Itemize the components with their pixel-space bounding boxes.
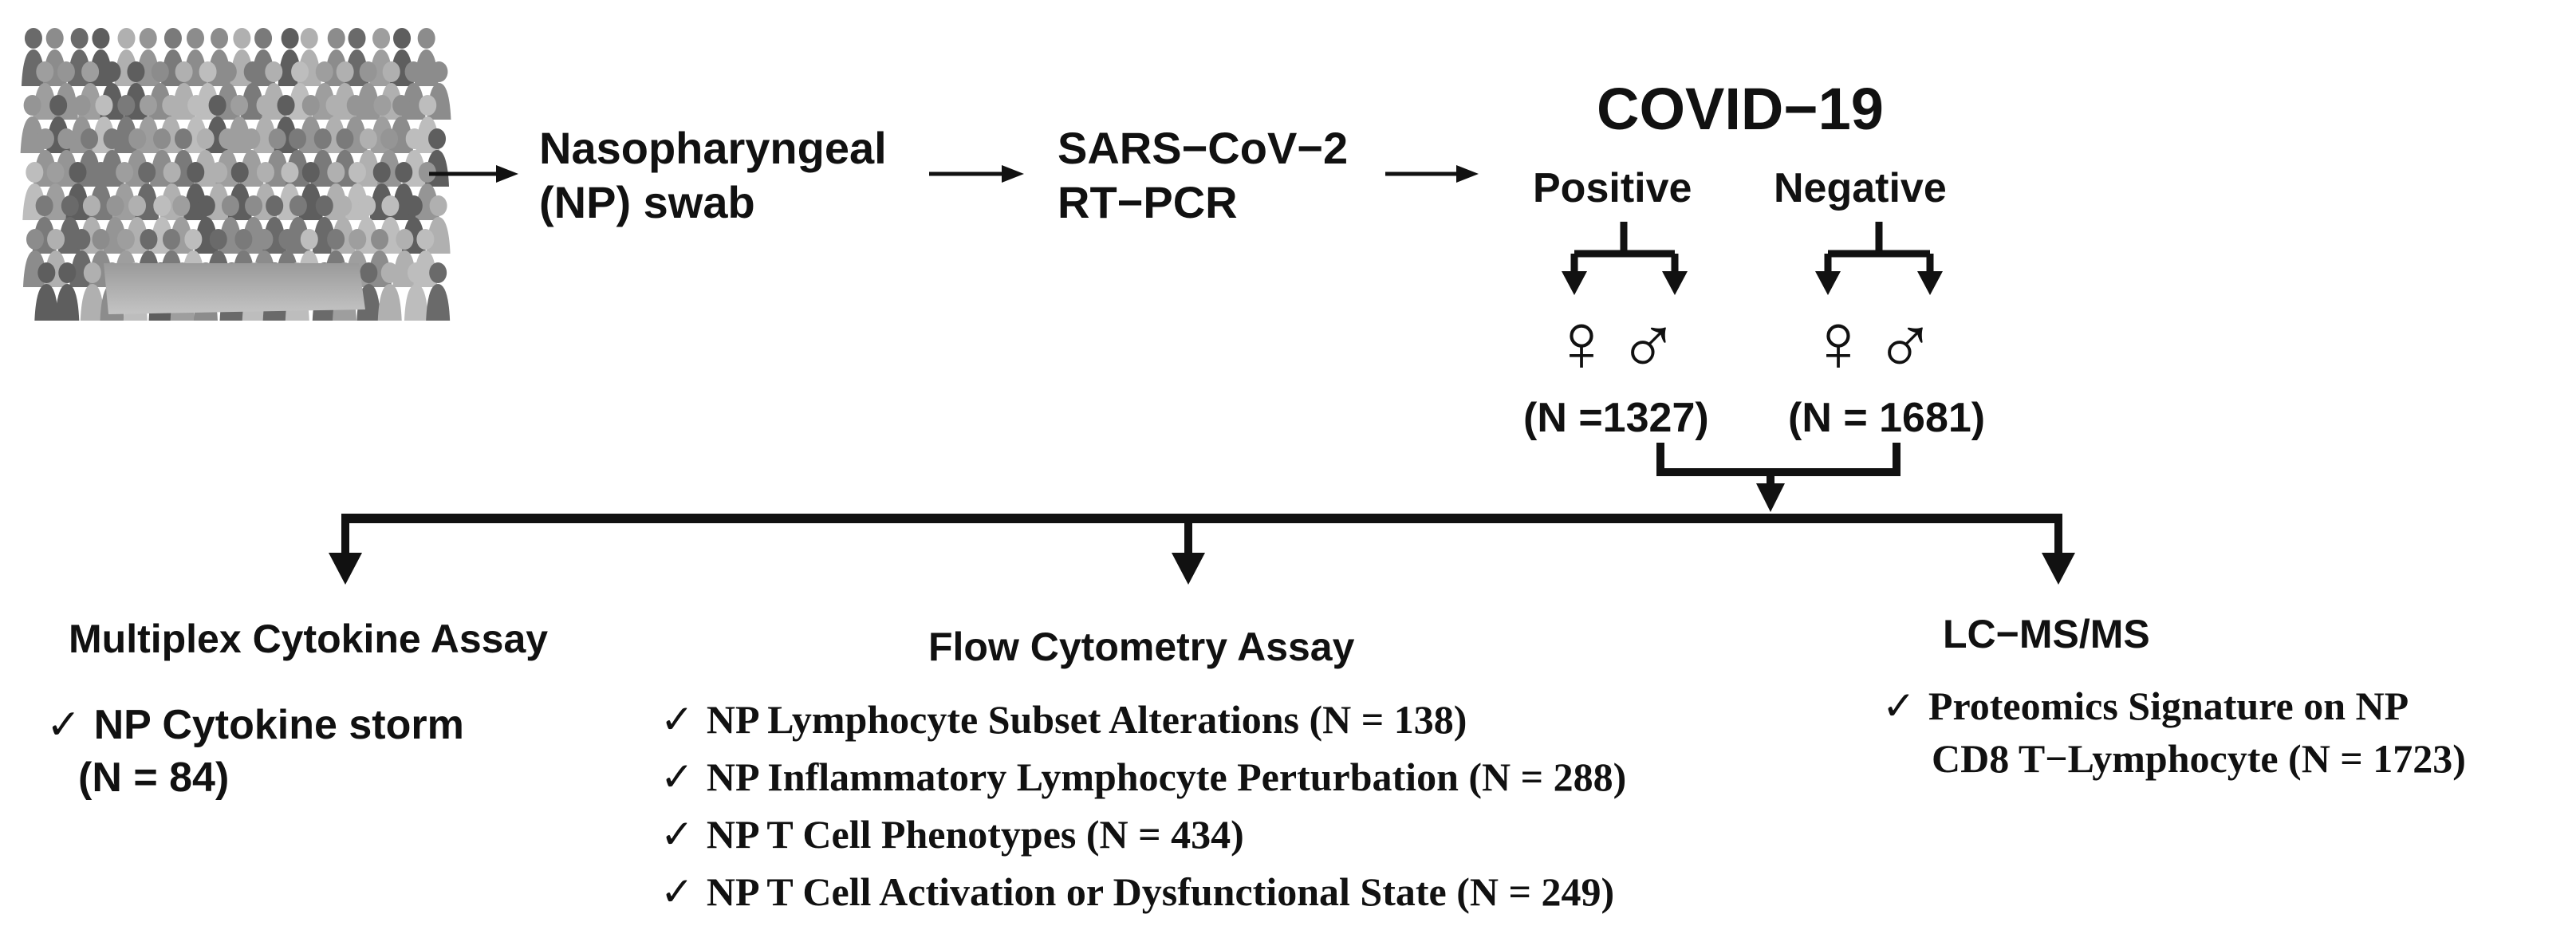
check-mark-icon: ✓ bbox=[660, 754, 694, 800]
sample-collection-step: Nasopharyngeal (NP) swab bbox=[539, 123, 887, 227]
negative-label: Negative bbox=[1774, 165, 1947, 211]
finding-item: ✓NP Inflammatory Lymphocyte Perturbation… bbox=[660, 754, 1627, 800]
check-mark-icon: ✓ bbox=[660, 696, 694, 743]
assay-title-multiplex-cytokine: Multiplex Cytokine Assay bbox=[69, 617, 549, 661]
finding-item: CD8 T−Lymphocyte (N = 1723) bbox=[1932, 736, 2466, 781]
finding-item: ✓NP Cytokine storm bbox=[46, 701, 464, 749]
finding-item: ✓NP T Cell Activation or Dysfunctional S… bbox=[660, 869, 1615, 915]
finding-item: (N = 84) bbox=[78, 755, 230, 801]
negative-count: (N = 1681) bbox=[1788, 395, 1986, 441]
finding-item: ✓NP T Cell Phenotypes (N = 434) bbox=[660, 811, 1244, 857]
female-symbol-icon: ♀ bbox=[1807, 297, 1869, 389]
assay-findings-lc-ms: ✓Proteomics Signature on NP CD8 T−Lympho… bbox=[1882, 680, 2466, 785]
covid-title: COVID−19 bbox=[1597, 76, 1884, 142]
male-symbol-icon: ♂ bbox=[1874, 297, 1936, 389]
positive-count: (N =1327) bbox=[1523, 395, 1709, 441]
check-mark-icon: ✓ bbox=[660, 869, 694, 915]
assay-title-lc-ms: LC−MS/MS bbox=[1943, 612, 2150, 656]
check-mark-icon: ✓ bbox=[1882, 683, 1916, 729]
crowd-of-people-icon bbox=[20, 28, 451, 321]
positive-label: Positive bbox=[1533, 165, 1692, 211]
assay-findings-multiplex-cytokine: ✓NP Cytokine storm (N = 84) bbox=[46, 699, 464, 804]
pcr-testing-step: SARS−CoV−2 RT−PCR bbox=[1058, 123, 1349, 227]
check-mark-icon: ✓ bbox=[46, 701, 81, 749]
flow-arrows bbox=[429, 165, 1479, 183]
assay-title-flow-cytometry: Flow Cytometry Assay bbox=[928, 625, 1355, 669]
finding-item: ✓Proteomics Signature on NP bbox=[1882, 683, 2409, 729]
male-symbol-icon: ♂ bbox=[1617, 297, 1680, 389]
finding-item: ✓NP Lymphocyte Subset Alterations (N = 1… bbox=[660, 696, 1467, 743]
sex-split-brackets bbox=[1562, 222, 1943, 295]
female-symbol-icon: ♀ bbox=[1550, 297, 1613, 389]
merge-and-distribution-arrows bbox=[329, 443, 2075, 585]
check-mark-icon: ✓ bbox=[660, 811, 694, 857]
assay-findings-flow-cytometry: ✓NP Lymphocyte Subset Alterations (N = 1… bbox=[660, 691, 1626, 920]
